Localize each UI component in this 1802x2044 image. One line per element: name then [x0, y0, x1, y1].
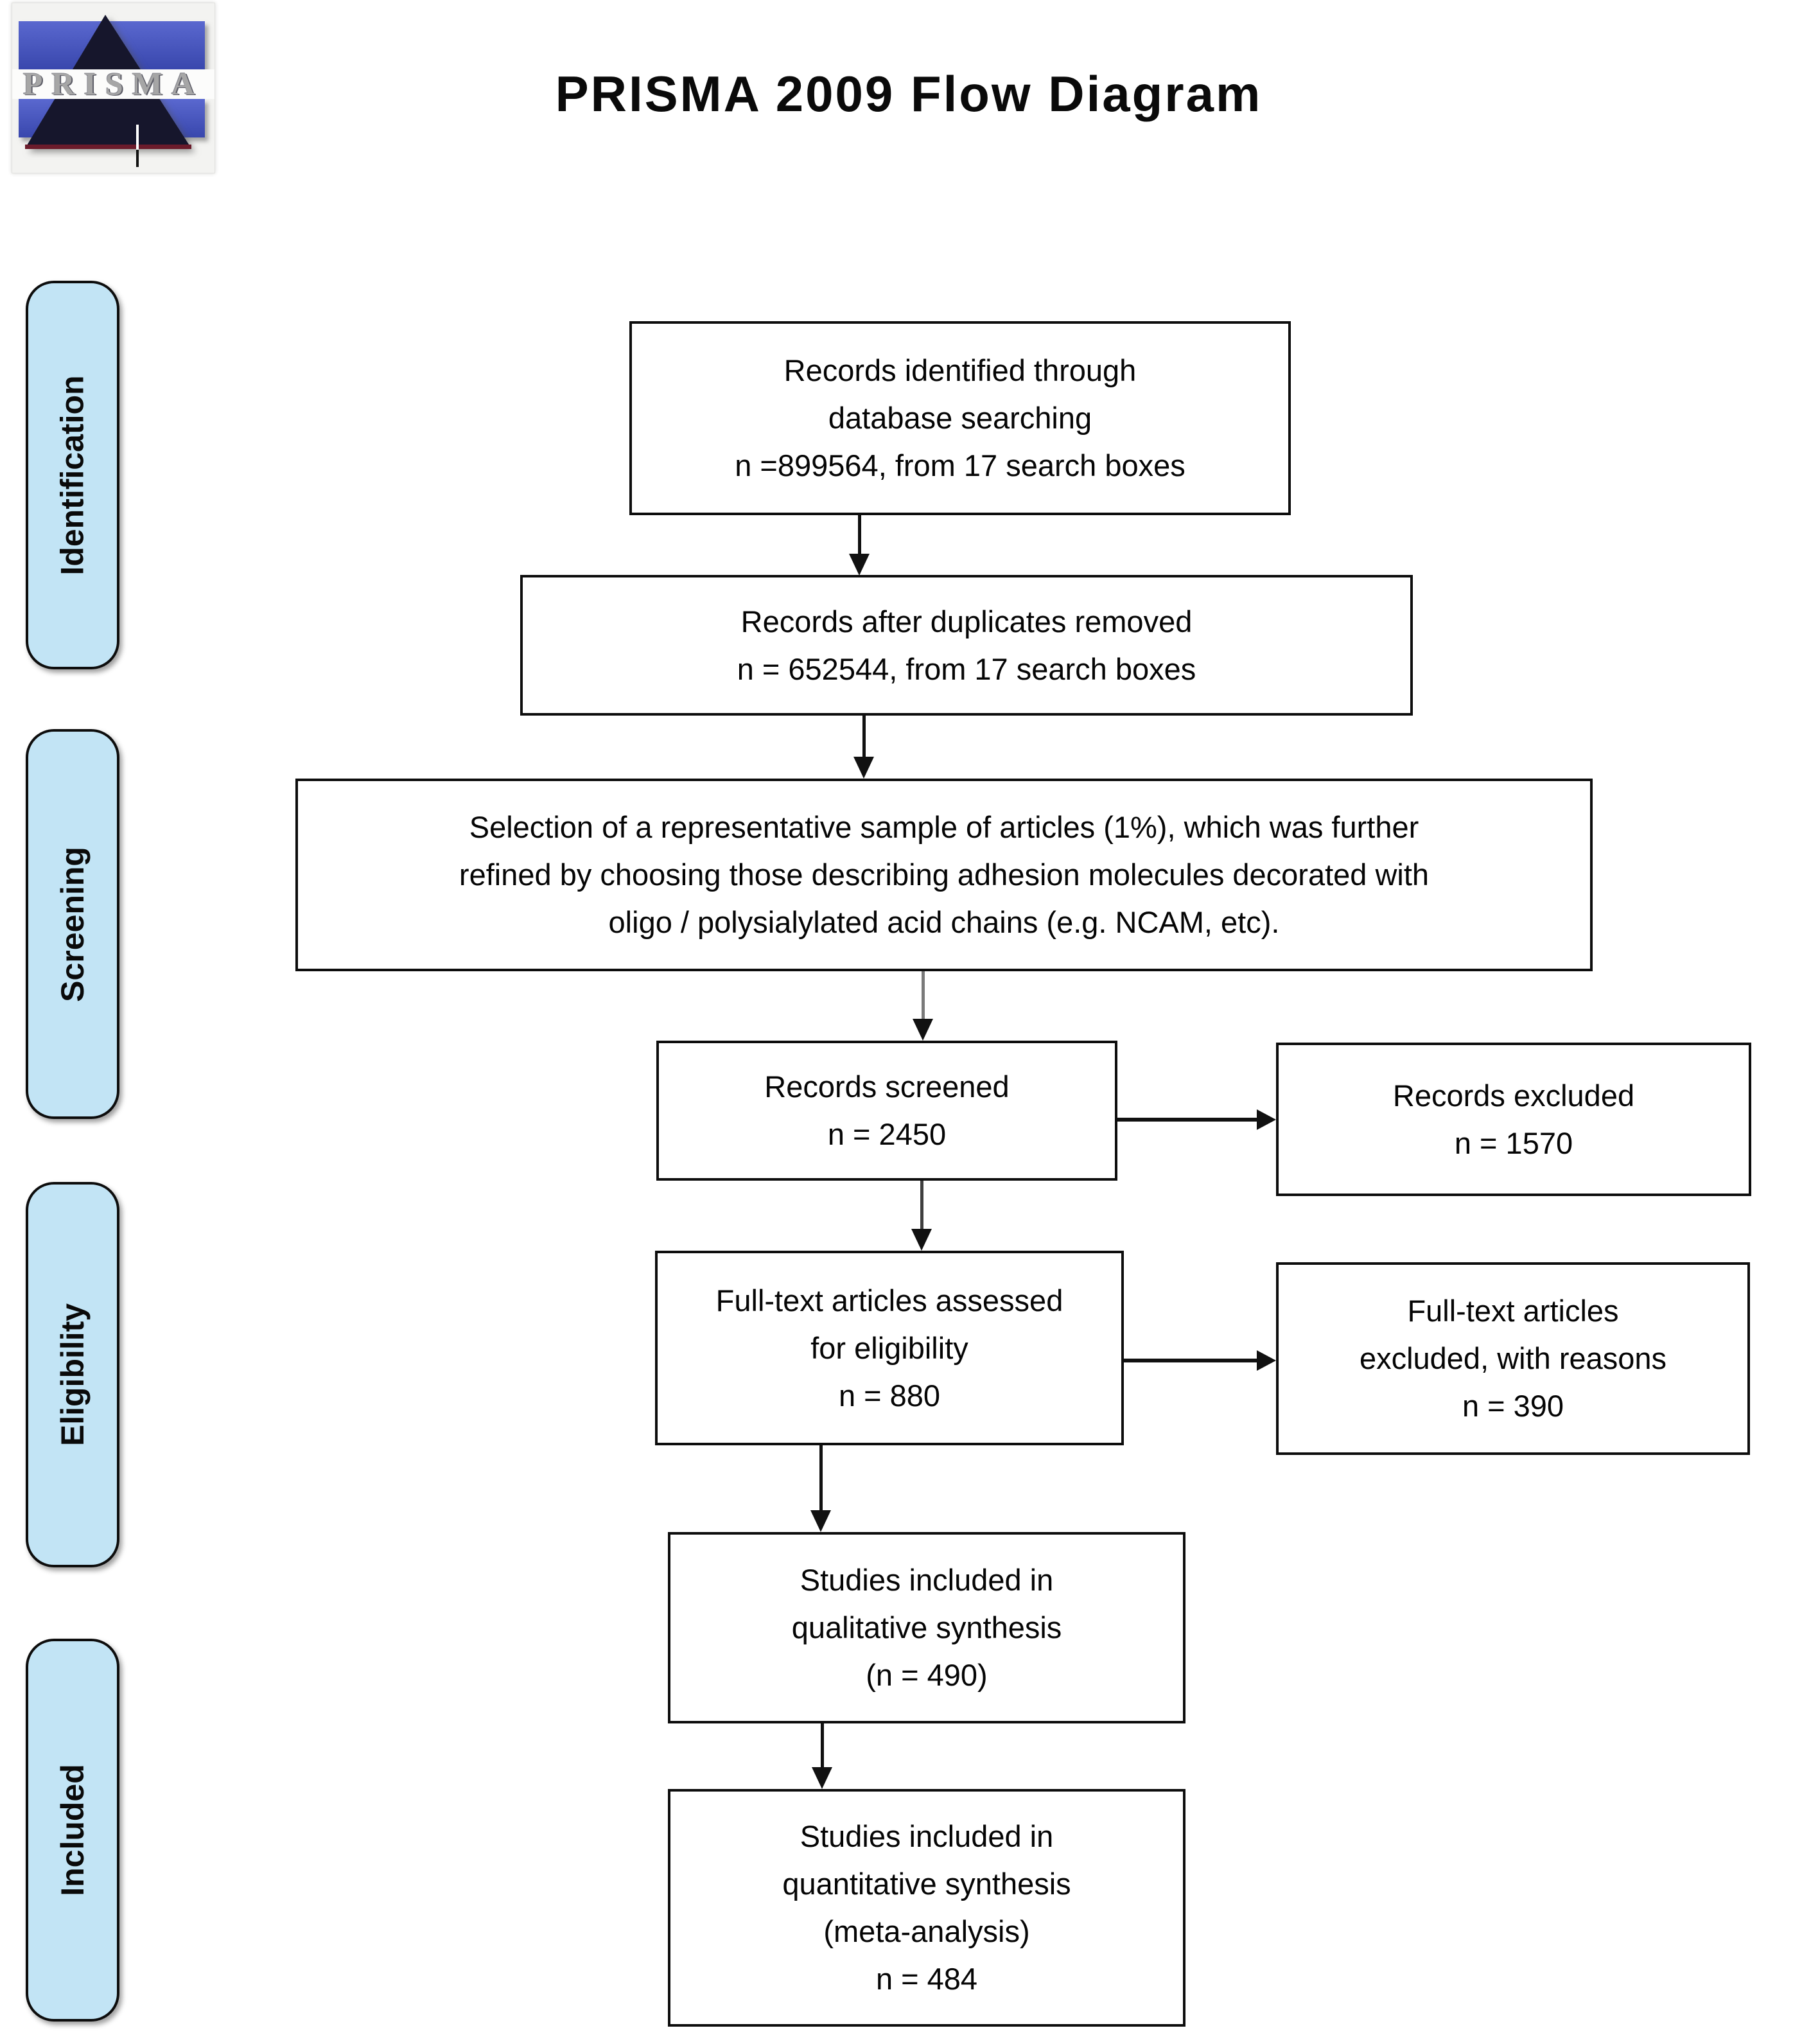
box-text-line: n = 880 [838, 1378, 941, 1413]
box-text-line: refined by choosing those describing adh… [459, 858, 1430, 892]
arrow-down-head [911, 1229, 932, 1251]
box-text-line: oligo / polysialylated acid chains (e.g.… [608, 905, 1280, 939]
arrow-down-head [913, 1019, 933, 1041]
box-text-line: Records screened [764, 1070, 1010, 1104]
logo-base-line [25, 145, 191, 149]
box-text-line: n =899564, from 17 search boxes [735, 448, 1185, 482]
logo-text-band [12, 69, 214, 99]
box-records-screened: Records screened n = 2450 [656, 1041, 1117, 1181]
stage-label: Eligibility [55, 1303, 91, 1447]
arrow-down-head [853, 757, 874, 779]
stage-label: Identification [55, 374, 91, 576]
arrow-right-head [1257, 1109, 1276, 1130]
box-text-line: database searching [828, 401, 1092, 435]
box-quantitative-synthesis: Studies included in quantitative synthes… [668, 1789, 1185, 2027]
box-text-line: Records after duplicates removed [740, 604, 1193, 639]
box-text-line: Full-text articles [1407, 1294, 1619, 1328]
box-text-line: n = 652544, from 17 search boxes [737, 651, 1196, 686]
stage-label: Screening [55, 846, 91, 1002]
box-text-line: qualitative synthesis [791, 1610, 1062, 1644]
box-records-identified: Records identified through database sear… [629, 321, 1291, 515]
arrow-shaft [858, 515, 861, 554]
box-selection-sample: Selection of a representative sample of … [295, 779, 1593, 971]
arrow-shaft [920, 1181, 923, 1229]
arrow-shaft [819, 1445, 823, 1510]
arrow-down-head [812, 1767, 832, 1789]
box-text-line: excluded, with reasons [1359, 1341, 1667, 1375]
box-text-line: Records excluded [1392, 1078, 1635, 1113]
stage-included: Included [26, 1639, 119, 2022]
box-text-line: Records identified through [783, 353, 1137, 387]
page-title: PRISMA 2009 Flow Diagram [555, 66, 1263, 122]
arrow-down-head [849, 554, 870, 576]
prisma-logo: PRISMA [12, 3, 215, 173]
stage-eligibility: Eligibility [26, 1182, 119, 1567]
box-text-line: Full-text articles assessed [715, 1283, 1063, 1317]
arrow-shaft [1117, 1118, 1257, 1122]
stage-label: Included [55, 1764, 91, 1896]
logo-cursor-black [136, 150, 139, 167]
arrow-shaft [922, 971, 925, 1019]
logo-wordmark: PRISMA [22, 66, 204, 101]
box-text-line: for eligibility [810, 1330, 968, 1365]
arrow-down-head [810, 1510, 831, 1532]
stage-identification: Identification [26, 281, 119, 669]
stage-screening: Screening [26, 729, 119, 1119]
box-text-line: (n = 490) [866, 1658, 988, 1692]
box-fulltext-excluded: Full-text articles excluded, with reason… [1276, 1262, 1750, 1455]
box-duplicates-removed: Records after duplicates removed n = 652… [520, 575, 1413, 716]
arrow-shaft [862, 715, 866, 757]
arrow-right-head [1257, 1350, 1276, 1371]
box-fulltext-assessed: Full-text articles assessed for eligibil… [655, 1251, 1124, 1445]
arrow-shaft [821, 1723, 824, 1767]
box-text-line: (meta-analysis) [823, 1914, 1030, 1948]
box-qualitative-synthesis: Studies included in qualitative synthesi… [668, 1532, 1185, 1723]
box-text-line: Studies included in [800, 1563, 1054, 1597]
box-text-line: n = 484 [875, 1962, 978, 1996]
logo-cursor-white [136, 125, 139, 150]
box-text-line: n = 2450 [827, 1117, 947, 1151]
box-text-line: n = 390 [1462, 1389, 1564, 1423]
box-text-line: Selection of a representative sample of … [469, 810, 1419, 844]
box-text-line: quantitative synthesis [782, 1867, 1071, 1901]
box-text-line: n = 1570 [1454, 1125, 1573, 1160]
box-text-line: Studies included in [800, 1819, 1054, 1853]
box-records-excluded: Records excluded n = 1570 [1276, 1043, 1751, 1196]
arrow-shaft [1124, 1359, 1257, 1362]
